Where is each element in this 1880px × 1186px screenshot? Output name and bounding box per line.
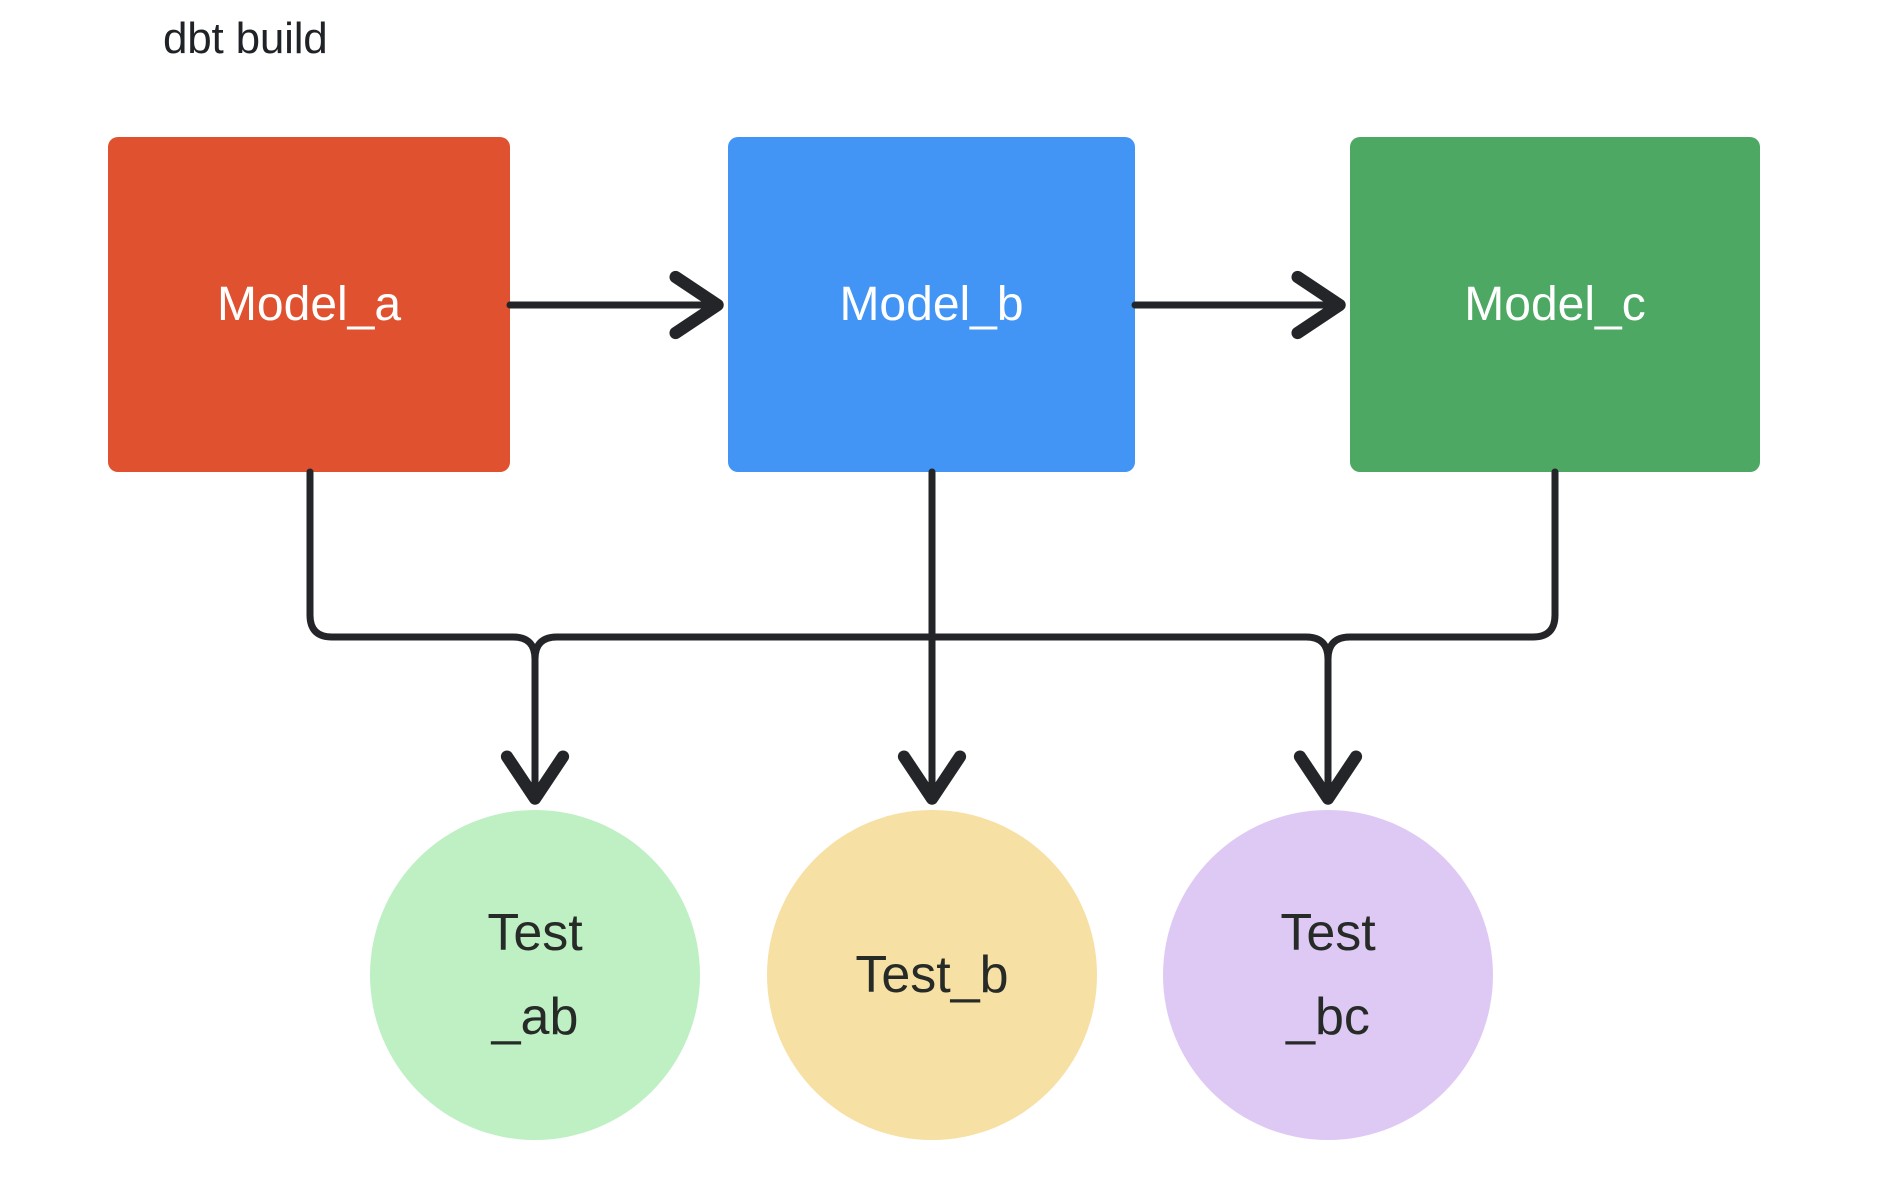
edge-model-b-to-test-ab [531, 633, 936, 797]
diagram-title: dbt build [163, 14, 328, 63]
node-model-c-shape[interactable] [1350, 137, 1760, 472]
node-test-ab-shape[interactable] [370, 810, 700, 1140]
edge-model-c-to-test-bc [1324, 468, 1559, 797]
node-model-b-shape[interactable] [728, 137, 1135, 472]
node-test-bc-shape[interactable] [1163, 810, 1493, 1140]
node-model-a-shape[interactable] [108, 137, 510, 472]
node-test-b-shape[interactable] [767, 810, 1097, 1140]
edge-model-a-to-test-ab [306, 468, 570, 805]
edge-model-b-to-test-bc [928, 633, 1363, 805]
